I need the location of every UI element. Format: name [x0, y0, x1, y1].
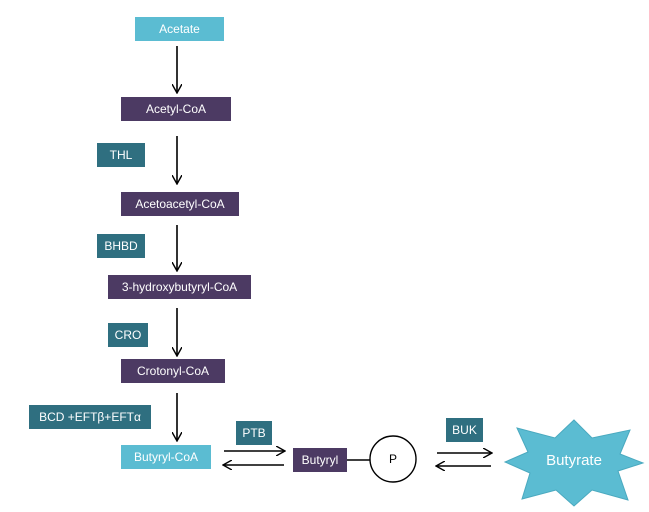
metabolite-crotonyl-coa: Crotonyl-CoA — [121, 359, 225, 383]
metabolite-acetate: Acetate — [135, 17, 224, 41]
metabolite-3-hydroxybutyryl-coa: 3-hydroxybutyryl-CoA — [108, 275, 251, 299]
enzyme-cro: CRO — [108, 323, 148, 347]
enzyme-bcd-eft: BCD +EFTβ+EFTα — [29, 405, 151, 429]
metabolite-butyryl-coa: Butyryl-CoA — [121, 445, 211, 469]
enzyme-bhbd: BHBD — [97, 234, 145, 258]
metabolite-acetyl-coa: Acetyl-CoA — [121, 97, 231, 121]
enzyme-buk: BUK — [446, 418, 483, 442]
enzyme-thl: THL — [97, 143, 145, 167]
butyrate-label: Butyrate — [546, 451, 602, 469]
phosphate-circle — [369, 435, 417, 483]
metabolite-acetoacetyl-coa: Acetoacetyl-CoA — [121, 192, 239, 216]
phosphate-label: P — [388, 452, 397, 466]
metabolite-butyryl: Butyryl — [293, 448, 347, 472]
butyrate-star — [503, 419, 645, 507]
enzyme-ptb: PTB — [236, 421, 272, 445]
